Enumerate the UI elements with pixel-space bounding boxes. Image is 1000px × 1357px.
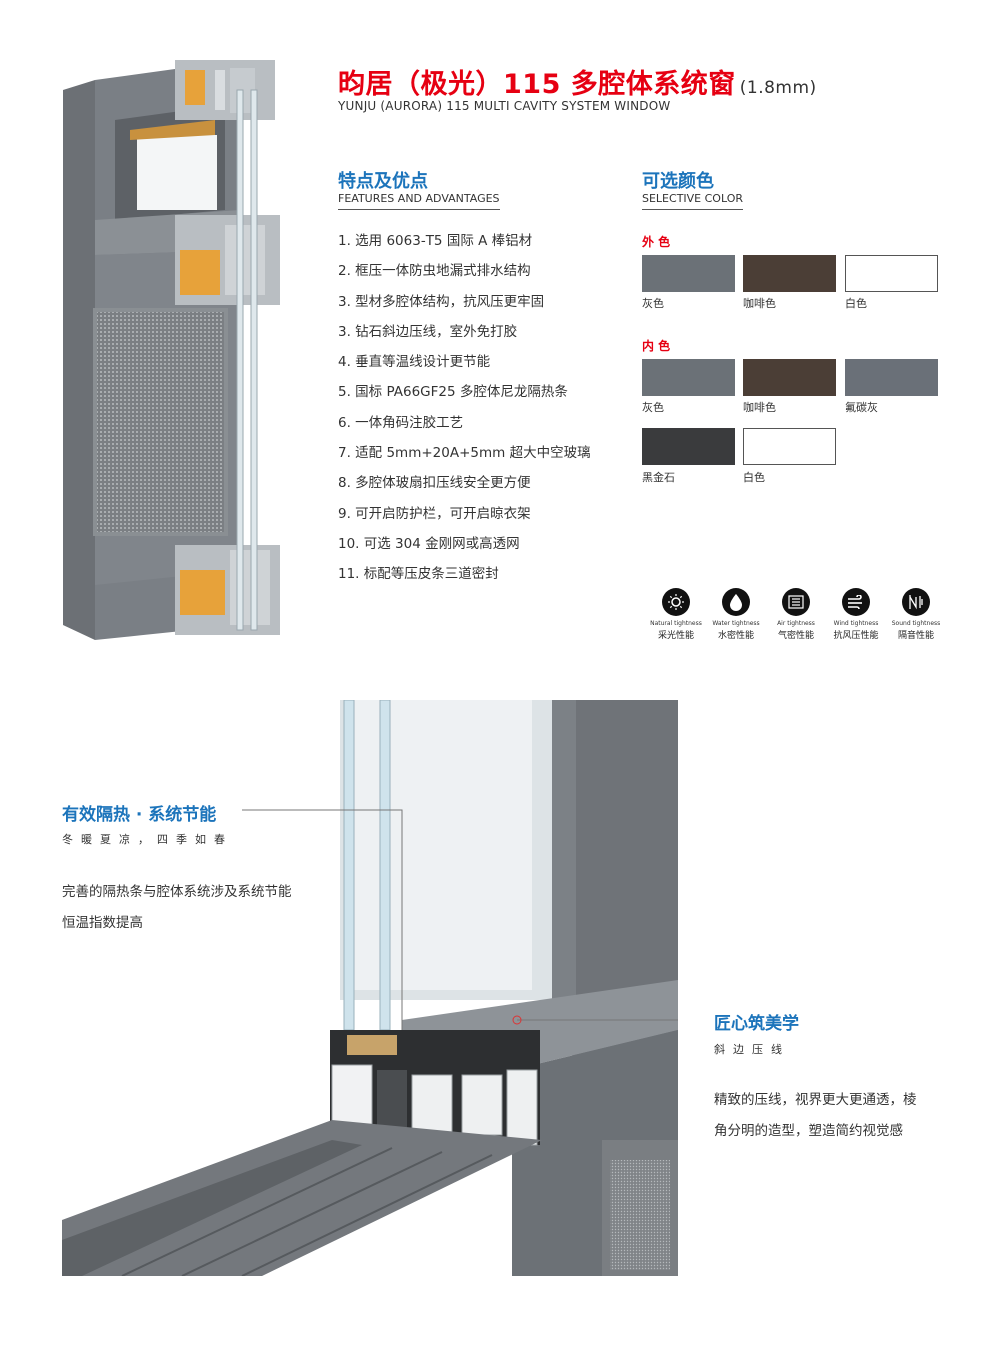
performance-item: Wind tightness 抗风压性能 xyxy=(826,588,886,641)
interior-color-label: 内 色 xyxy=(642,339,671,353)
swatch-label: 咖啡色 xyxy=(743,401,776,414)
swatch-exterior-coffee xyxy=(743,255,836,292)
performance-cn: 气密性能 xyxy=(777,631,814,641)
swatch-label: 灰色 xyxy=(642,401,664,414)
list-item: 5. 国标 PA66GF25 多腔体尼龙隔热条 xyxy=(338,384,568,401)
page-subtitle: YUNJU (AURORA) 115 MULTI CAVITY SYSTEM W… xyxy=(338,99,671,113)
list-item: 3. 型材多腔体结构，抗风压更牢固 xyxy=(338,293,545,310)
window-section-illustration xyxy=(63,60,280,640)
features-title: 特点及优点 xyxy=(338,171,428,192)
aesthetics-description: 精致的压线，视界更大更通透，棱 角分明的造型，塑造简约视觉感 xyxy=(714,1085,964,1147)
performance-cn: 抗风压性能 xyxy=(833,631,879,641)
insulation-line-2: 恒温指数提高 xyxy=(62,915,143,931)
colors-subtitle: SELECTIVE COLOR xyxy=(642,192,744,210)
swatch-label: 灰色 xyxy=(642,297,664,310)
swatch-interior-fluorocarbon-gray xyxy=(845,359,938,396)
list-item: 10. 可选 304 金刚网或高透网 xyxy=(338,535,520,552)
aesthetics-line-1: 精致的压线，视界更大更通透，棱 xyxy=(714,1092,917,1108)
list-item: 11. 标配等压皮条三道密封 xyxy=(338,566,499,583)
features-list: 1. 选用 6063-T5 国际 A 棒铝材 2. 框压一体防虫地漏式排水结构 … xyxy=(338,231,591,595)
swatch-exterior-white xyxy=(845,255,938,292)
performance-en: Wind tightness xyxy=(833,620,879,627)
swatch-interior-white xyxy=(743,428,836,465)
swatch-exterior-gray xyxy=(642,255,735,292)
performance-cn: 隔音性能 xyxy=(897,631,934,641)
swatch-interior-gray xyxy=(642,359,735,396)
list-item: 7. 适配 5mm+20A+5mm 超大中空玻璃 xyxy=(338,445,591,462)
insulation-line-1: 完善的隔热条与腔体系统涉及系统节能 xyxy=(62,884,292,900)
performance-en: Water tightness xyxy=(712,620,760,627)
swatch-label: 白色 xyxy=(845,297,867,310)
list-item: 6. 一体角码注胶工艺 xyxy=(338,414,464,431)
aesthetics-subtitle: 斜边压线 xyxy=(714,1043,790,1056)
sound-icon xyxy=(902,588,930,616)
performance-cn: 水密性能 xyxy=(717,631,754,641)
air-icon xyxy=(782,588,810,616)
swatch-interior-coffee xyxy=(743,359,836,396)
aesthetics-line-2: 角分明的造型，塑造简约视觉感 xyxy=(714,1123,903,1139)
title-text: 昀居（极光）115 多腔体系统窗 xyxy=(338,69,736,100)
insulation-title: 有效隔热 · 系统节能 xyxy=(62,805,217,825)
list-item: 2. 框压一体防虫地漏式排水结构 xyxy=(338,263,531,280)
insulation-description: 完善的隔热条与腔体系统涉及系统节能 恒温指数提高 xyxy=(62,877,362,939)
performance-item: Sound tightness 隔音性能 xyxy=(886,588,946,641)
list-item: 4. 垂直等温线设计更节能 xyxy=(338,354,491,371)
page-title: 昀居（极光）115 多腔体系统窗(1.8mm) xyxy=(338,62,817,101)
performance-item: Air tightness 气密性能 xyxy=(766,588,826,641)
insulation-subtitle: 冬暖夏凉，四季如春 xyxy=(62,833,233,846)
swatch-label: 咖啡色 xyxy=(743,297,776,310)
title-note: (1.8mm) xyxy=(739,78,817,98)
features-subtitle: FEATURES AND ADVANTAGES xyxy=(338,192,500,210)
sun-icon xyxy=(662,588,690,616)
list-item: 9. 可开启防护栏，可开启晾衣架 xyxy=(338,505,531,522)
aesthetics-title: 匠心筑美学 xyxy=(714,1014,799,1034)
performance-cn: 采光性能 xyxy=(657,631,694,641)
wind-icon xyxy=(842,588,870,616)
list-item: 3. 钻石斜边压线，室外免打胶 xyxy=(338,323,518,340)
performance-en: Natural tightness xyxy=(650,620,702,627)
list-item: 8. 多腔体玻扇扣压线安全更方便 xyxy=(338,475,531,492)
window-sill-illustration xyxy=(62,700,678,1276)
performance-en: Sound tightness xyxy=(891,620,941,627)
list-item: 1. 选用 6063-T5 国际 A 棒铝材 xyxy=(338,233,533,249)
colors-title: 可选颜色 xyxy=(642,171,714,192)
water-drop-icon xyxy=(722,588,750,616)
swatch-label: 黑金石 xyxy=(642,471,675,484)
swatch-label: 白色 xyxy=(743,471,765,484)
performance-item: Natural tightness 采光性能 xyxy=(646,588,706,641)
exterior-color-label: 外 色 xyxy=(642,235,671,249)
performance-item: Water tightness 水密性能 xyxy=(706,588,766,641)
swatch-label: 氟碳灰 xyxy=(845,401,878,414)
swatch-interior-black-stone xyxy=(642,428,735,465)
performance-en: Air tightness xyxy=(777,620,815,627)
